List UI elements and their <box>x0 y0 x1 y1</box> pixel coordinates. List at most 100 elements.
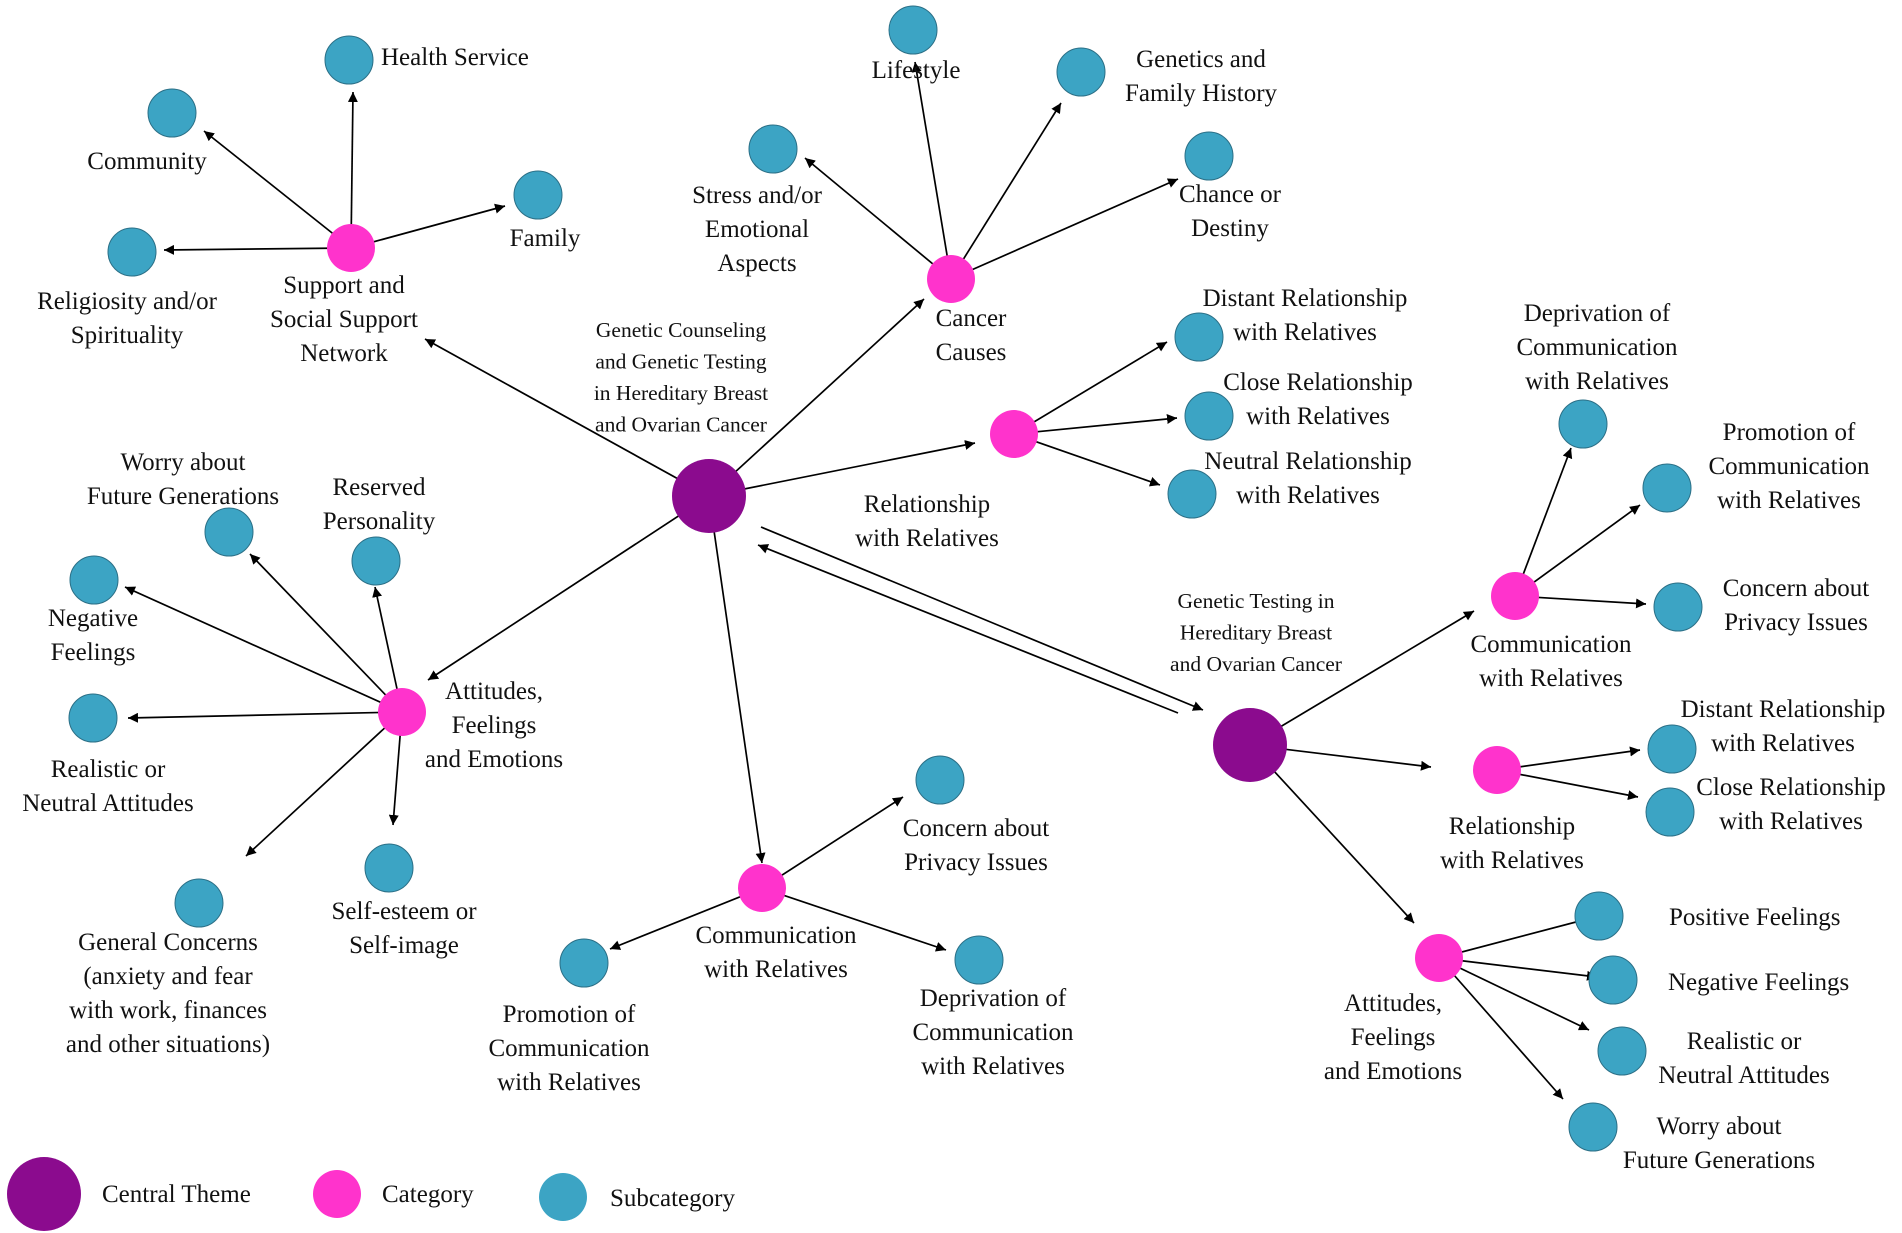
label-line: Genetic Counseling <box>596 318 766 342</box>
edge-c1-to-cat_comm1 <box>708 495 766 864</box>
label-line: with Relatives <box>704 956 848 983</box>
edge-cat_rel1-to-s_neutral1 <box>1013 433 1161 487</box>
edge-cat_support-to-s_health <box>347 91 358 249</box>
subcategory-node-s_worry2 <box>1568 1102 1618 1152</box>
subcategory-node-s_deprivation1 <box>954 935 1004 985</box>
legend-label-central: Central Theme <box>102 1181 251 1208</box>
label-line: Concern about <box>1723 575 1870 602</box>
label-line: Negative <box>48 605 138 632</box>
subcategory-node-s_reserved <box>351 536 401 586</box>
label-line: Deprivation of <box>1524 300 1671 327</box>
edge-c1-to-cat_att1 <box>427 495 710 681</box>
label-line: Genetic Testing in <box>1178 589 1335 613</box>
label-line: Future Generations <box>87 483 279 510</box>
category-node-cat_support <box>327 224 375 272</box>
subcategory-node-s_worry1 <box>204 507 254 557</box>
label-line: with Relatives <box>1719 808 1863 835</box>
label-line: Relationship <box>864 491 990 518</box>
legend-swatch-category <box>313 1170 361 1218</box>
label-line: Promotion of <box>503 1001 636 1028</box>
category-node-cat_comm1 <box>738 864 786 912</box>
legend-swatch-subcategory <box>539 1173 587 1221</box>
label-line: with Relatives <box>497 1069 641 1096</box>
label-line: General Concerns <box>78 929 258 956</box>
label-line: Attitudes, <box>445 678 543 705</box>
label-line: Self-esteem or <box>331 898 477 925</box>
label-s_community: Community <box>87 148 207 175</box>
label-line: Causes <box>936 339 1007 366</box>
edge-c1-to-cat_rel1 <box>708 440 976 497</box>
label-line: Family <box>510 225 581 252</box>
edge-c1-to-cat_causes <box>708 298 925 497</box>
label-line: Promotion of <box>1723 419 1856 446</box>
subcategory-node-s_genetics <box>1056 47 1106 97</box>
label-line: Feelings <box>452 712 537 739</box>
edge-cat_causes-to-s_stress <box>804 157 952 280</box>
edge-cat_comm1-to-s_deprivation1 <box>761 887 947 952</box>
label-s_selfesteem: Self-esteem or Self-image <box>331 898 477 959</box>
label-line: Privacy Issues <box>1724 609 1868 636</box>
label-line: Reserved <box>332 474 426 501</box>
label-line: Worry about <box>120 449 245 476</box>
edge-cat_rel1-to-s_distant1 <box>1013 341 1168 435</box>
edge-cat_att2-to-s_worry2 <box>1438 957 1564 1100</box>
label-s_lifestyle: Lifestyle <box>872 57 961 84</box>
label-line: Aspects <box>717 250 796 277</box>
label-line: Close Relationship <box>1223 369 1413 396</box>
label-line: and Ovarian Cancer <box>595 413 767 437</box>
edge-cat_support-to-s_relig <box>163 244 352 255</box>
label-s_family: Family <box>510 225 581 252</box>
label-line: (anxiety and fear <box>83 963 253 990</box>
subcategory-node-s_neutral1 <box>1167 469 1217 519</box>
edge-cat_rel1-to-s_close1 <box>1013 414 1178 435</box>
label-line: Positive Feelings <box>1669 904 1841 931</box>
label-line: Self-image <box>349 932 459 959</box>
subcategory-node-s_privacy1 <box>915 755 965 805</box>
label-s_close2: Close Relationship with Relatives <box>1696 774 1886 835</box>
category-node-cat_att2 <box>1415 934 1463 982</box>
label-line: Personality <box>323 508 436 535</box>
label-line: with Relatives <box>1233 319 1377 346</box>
label-cat_att1: Attitudes, Feelings and Emotions <box>425 678 563 773</box>
label-line: Emotional <box>705 216 809 243</box>
label-s_negative2: Negative Feelings <box>1668 969 1849 996</box>
label-line: Spirituality <box>71 322 184 349</box>
nodes <box>68 5 1703 1152</box>
label-line: Communication <box>1708 453 1870 480</box>
edge-cat_att2-to-s_realistic2 <box>1438 957 1590 1031</box>
subcategory-node-s_deprivation2 <box>1558 399 1608 449</box>
category-node-cat_att1 <box>378 688 426 736</box>
label-line: Close Relationship <box>1696 774 1886 801</box>
edge-cat_comm1-to-s_privacy1 <box>761 796 904 889</box>
category-node-cat_comm2 <box>1491 572 1539 620</box>
edge-c1-to-cat_support <box>424 338 710 497</box>
label-line: and Emotions <box>425 746 563 773</box>
subcategory-node-s_negative1 <box>69 555 119 605</box>
label-line: Cancer <box>936 305 1007 332</box>
subcategory-node-s_relig <box>107 227 157 277</box>
label-line: Stress and/or <box>692 182 823 209</box>
edge-cat_causes-to-s_lifestyle <box>911 61 952 280</box>
label-line: Relationship <box>1449 813 1575 840</box>
label-line: Community <box>87 148 207 175</box>
edge-cat_rel2-to-s_distant2 <box>1496 746 1641 771</box>
label-line: Distant Relationship <box>1203 285 1408 312</box>
subcategory-node-s_health <box>324 35 374 85</box>
